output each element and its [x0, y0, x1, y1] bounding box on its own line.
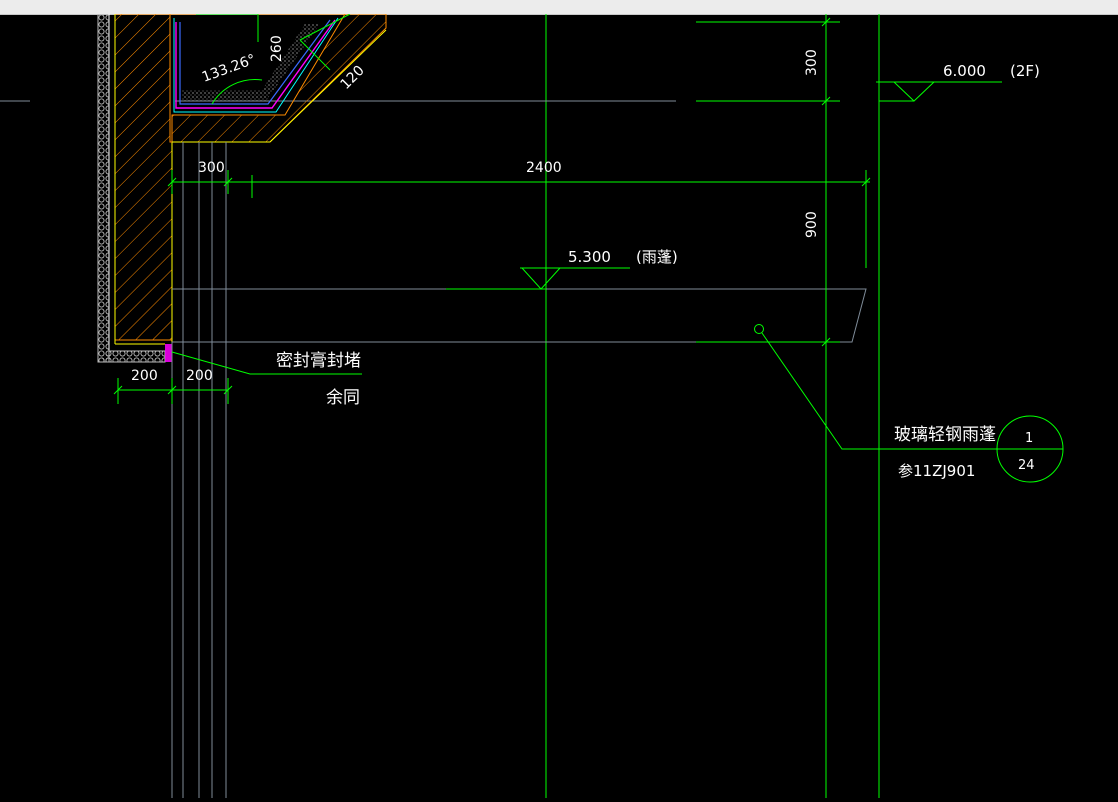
dim-text-200-b: 200: [186, 368, 213, 384]
elevation-5300-tag: (雨蓬): [636, 248, 678, 266]
dim-text-300-top: 300: [804, 49, 820, 76]
note-seal-line1: 密封膏封堵: [276, 350, 361, 371]
elevation-6000-tag: (2F): [1010, 62, 1040, 80]
viewport-top-bar: [0, 0, 1118, 15]
dim-text-260: 260: [269, 35, 285, 62]
dim-text-300-left: 300: [198, 160, 225, 176]
note-canopy-ref: 参11ZJ901: [898, 462, 975, 480]
note-seal-line2: 余同: [326, 388, 360, 408]
dim-text-900: 900: [804, 211, 820, 238]
elevation-marker-6000: [876, 81, 1002, 102]
detail-number: 1: [1025, 431, 1033, 446]
dim-text-angle: 133.26°: [200, 52, 258, 86]
detail-callout-circle: [996, 415, 1064, 483]
cad-drawing-canvas[interactable]: 300 260 120 133.26° 300 2400 900 200 200…: [0, 13, 1118, 798]
detail-sheet: 24: [1018, 458, 1035, 473]
column-lines: [171, 142, 227, 798]
elevation-6000-value: 6.000: [943, 62, 986, 80]
note-canopy-title: 玻璃轻钢雨蓬: [894, 425, 996, 445]
elevation-5300-value: 5.300: [568, 248, 611, 266]
elevation-marker-5300: [446, 267, 630, 290]
dim-text-2400: 2400: [526, 160, 562, 176]
dimension-lines: [113, 13, 871, 404]
dim-text-200-a: 200: [131, 368, 158, 384]
wall-section: [97, 13, 387, 363]
